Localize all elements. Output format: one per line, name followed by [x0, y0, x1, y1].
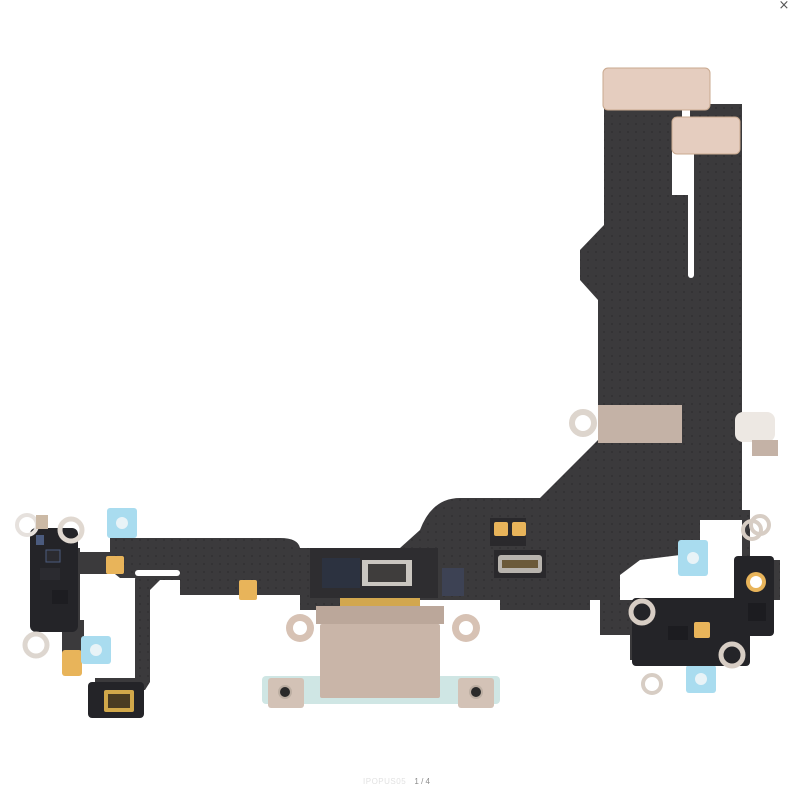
bottom-mic-module	[88, 682, 144, 718]
close-button[interactable]: ×	[777, 0, 791, 14]
flex-cable-upper	[580, 67, 742, 500]
adhesive-pads	[81, 508, 716, 693]
image-counter: 1 / 4	[414, 777, 430, 786]
image-filename: IPOPUS05	[363, 777, 407, 786]
image-caption: IPOPUS05 1 / 4	[0, 777, 793, 786]
usb-c-connector	[262, 548, 500, 708]
close-icon: ×	[778, 0, 790, 13]
left-mic-module	[15, 513, 85, 676]
gold-contact-pads	[106, 518, 546, 600]
metal-bracket-upper	[569, 405, 778, 456]
right-mic-module	[628, 514, 774, 695]
